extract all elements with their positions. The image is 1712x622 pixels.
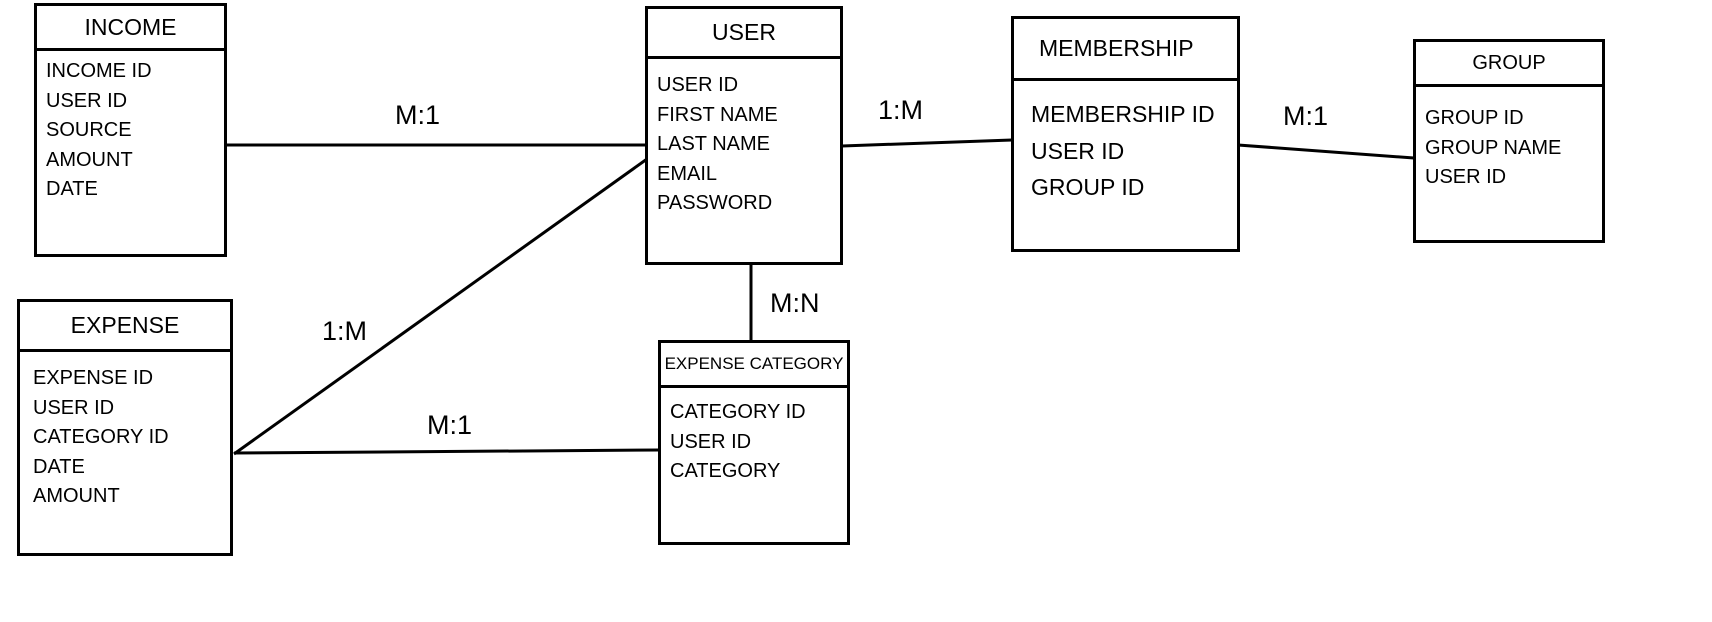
attribute-item: GROUP NAME [1425, 136, 1562, 159]
attribute-item: GROUP ID [1425, 107, 1524, 129]
entity-title: USER [648, 9, 840, 59]
membership-group-connector [1237, 143, 1415, 160]
attribute-item: USER ID [46, 89, 128, 112]
expense-user-connector [233, 157, 648, 456]
entity-title: EXPENSE [20, 302, 230, 352]
attribute-item: LAST NAME [657, 133, 770, 155]
expense-expense-category-cardinality-label: M:1 [427, 410, 473, 440]
attribute-list: EXPENSE ID USER ID CATEGORY ID DATE AMOU… [20, 352, 230, 512]
attribute-list: MEMBERSHIP ID USER ID GROUP ID [1014, 81, 1237, 206]
attribute-item: DATE [46, 178, 98, 200]
attribute-item: EMAIL [657, 162, 718, 185]
attribute-list: USER ID FIRST NAME LAST NAME EMAIL PASSW… [648, 59, 840, 219]
attribute-item: CATEGORY ID [670, 401, 806, 423]
attribute-item: USER ID [1425, 166, 1507, 188]
expense-category-entity: EXPENSE CATEGORY CATEGORY ID USER ID CAT… [658, 340, 850, 545]
expense-user-cardinality-label: 1:M [322, 316, 368, 346]
attribute-item: INCOME ID [46, 60, 152, 82]
expense-expense-category-connector [233, 448, 660, 455]
attribute-item: EXPENSE ID [33, 367, 154, 389]
attribute-item: PASSWORD [657, 192, 773, 214]
entity-title: GROUP [1416, 42, 1602, 87]
membership-group-cardinality-label: M:1 [1283, 101, 1329, 131]
attribute-item: CATEGORY [670, 460, 781, 482]
user-expense-category-cardinality-label: M:N [770, 288, 820, 318]
group-entity: GROUP GROUP ID GROUP NAME USER ID [1413, 39, 1605, 243]
entity-title: INCOME [37, 6, 224, 51]
attribute-list: GROUP ID GROUP NAME USER ID [1416, 87, 1602, 193]
attribute-item: AMOUNT [46, 148, 133, 171]
membership-entity: MEMBERSHIP MEMBERSHIP ID USER ID GROUP I… [1011, 16, 1240, 252]
attribute-item: DATE [33, 455, 85, 478]
attribute-item: AMOUNT [33, 485, 120, 507]
entity-title: EXPENSE CATEGORY [661, 343, 847, 388]
attribute-item: SOURCE [46, 119, 132, 141]
user-membership-cardinality-label: 1:M [878, 95, 924, 125]
attribute-item: MEMBERSHIP ID [1031, 101, 1215, 127]
user-membership-connector [841, 138, 1013, 148]
attribute-item: CATEGORY ID [33, 426, 169, 448]
attribute-item: USER ID [1031, 137, 1125, 164]
attribute-item: GROUP ID [1031, 174, 1145, 200]
entity-title: MEMBERSHIP [1014, 19, 1237, 81]
attribute-item: USER ID [670, 430, 752, 453]
attribute-item: USER ID [657, 74, 739, 96]
income-user-cardinality-label: M:1 [395, 100, 441, 130]
expense-entity: EXPENSE EXPENSE ID USER ID CATEGORY ID D… [17, 299, 233, 556]
attribute-item: FIRST NAME [657, 103, 778, 126]
attribute-list: CATEGORY ID USER ID CATEGORY [661, 388, 847, 487]
income-entity: INCOME INCOME ID USER ID SOURCE AMOUNT D… [34, 3, 227, 257]
user-entity: USER USER ID FIRST NAME LAST NAME EMAIL … [645, 6, 843, 265]
attribute-item: USER ID [33, 396, 115, 419]
attribute-list: INCOME ID USER ID SOURCE AMOUNT DATE [37, 51, 224, 205]
